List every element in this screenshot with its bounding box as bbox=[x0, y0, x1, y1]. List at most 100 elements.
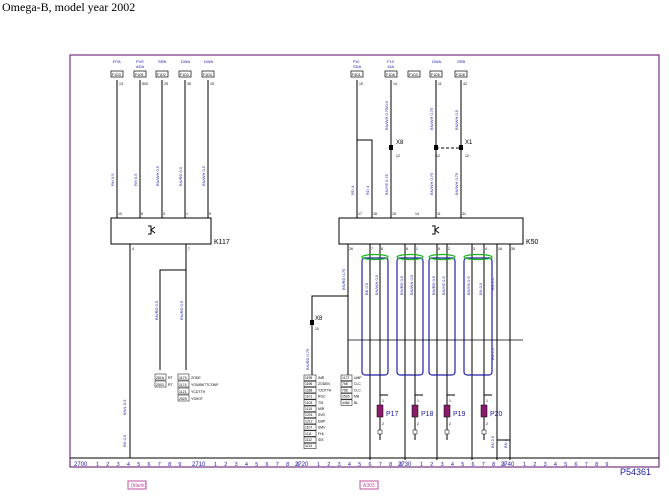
scale-tick: 5 bbox=[461, 462, 464, 468]
scale-tick: 8 bbox=[168, 462, 171, 468]
fuse-code: F1D3 bbox=[180, 73, 189, 77]
fuse-label: SRB bbox=[457, 59, 466, 64]
fuse-box[interactable] bbox=[429, 70, 443, 78]
fuse-label: DWA bbox=[181, 59, 191, 64]
signal-code: 1101 bbox=[305, 395, 312, 399]
signal-name: SMV bbox=[318, 426, 326, 430]
injector-label: P20 bbox=[490, 411, 503, 418]
module-pin-bottom: 8 bbox=[381, 247, 383, 251]
injector-pin-bottom: 2 bbox=[449, 422, 451, 426]
wire-code-lower: RD 4 bbox=[365, 185, 370, 195]
scale-tick: 5 bbox=[255, 462, 258, 468]
lead-wire-code: BN/RD 0.75 bbox=[341, 268, 346, 290]
reference-code: P54361 bbox=[620, 467, 651, 477]
mid-code: 758 bbox=[342, 382, 348, 386]
ground-wire-code: BN 2.5 bbox=[490, 435, 495, 448]
scale-tick: 8 bbox=[492, 462, 495, 468]
left-wires bbox=[116, 80, 209, 218]
fuse-box[interactable] bbox=[407, 70, 421, 78]
shield-ring bbox=[428, 253, 456, 261]
fuse-box[interactable] bbox=[155, 70, 169, 78]
signal-name: FHL bbox=[318, 432, 325, 436]
signal-name: IMR bbox=[318, 376, 325, 380]
fuse-pin: 500 bbox=[142, 82, 148, 86]
ref-box-right[interactable] bbox=[359, 480, 379, 490]
fuse-sub: SDA bbox=[353, 64, 362, 69]
wire-code-lower: BN/YE 0.75 bbox=[384, 173, 389, 195]
signal-name: TIS bbox=[318, 401, 324, 405]
scale-tick: 5 bbox=[564, 462, 567, 468]
fuse-pin: 11 bbox=[438, 82, 442, 86]
module-pin-bottom: 35 bbox=[511, 247, 515, 251]
connector-pin: 12 bbox=[396, 154, 400, 158]
scale-tick: 6 bbox=[369, 462, 372, 468]
fuse-box[interactable] bbox=[384, 70, 398, 78]
scale-tick: 6 bbox=[575, 462, 578, 468]
mid-cell bbox=[340, 393, 353, 400]
wire-code: BN/WH 0.5 bbox=[201, 165, 206, 186]
mid-signal: CLC bbox=[354, 382, 361, 386]
connector-x1-right bbox=[459, 145, 463, 150]
scale-number: 2710 bbox=[192, 462, 206, 468]
fuse-box[interactable] bbox=[201, 70, 215, 78]
scale-tick: 1 bbox=[317, 462, 320, 468]
fuse-pin: 10 bbox=[359, 82, 363, 86]
signal-code: 1196 bbox=[305, 382, 312, 386]
scale-tick: 6 bbox=[266, 462, 269, 468]
injector-label: P19 bbox=[453, 411, 466, 418]
fuse-pin: 35 bbox=[187, 82, 191, 86]
table-signal: YSHOT bbox=[191, 397, 204, 401]
fuse-box[interactable] bbox=[178, 70, 192, 78]
fuse-box[interactable] bbox=[350, 70, 364, 78]
scale-tick: 9 bbox=[178, 462, 181, 468]
signal-code: 1201 bbox=[305, 413, 313, 417]
wire-code-lower: BN/RD 0.5 bbox=[179, 300, 184, 320]
lead-wire-code-lower: BN/RD 0.75 bbox=[305, 348, 310, 370]
scale-tick: 3 bbox=[117, 462, 120, 468]
scale-tick: 3 bbox=[441, 462, 444, 468]
signal-cell bbox=[303, 399, 317, 406]
shield-wire-code: BK 0.5 bbox=[364, 282, 369, 295]
table-cell bbox=[154, 373, 167, 381]
fuse-label: DWA bbox=[432, 59, 442, 64]
right-fuse-group: PVISDAF4D110F1915AF1D814F1D3DWAF1D611SRB… bbox=[305, 59, 515, 448]
module-pin-bottom: 4 bbox=[132, 247, 134, 251]
injector-body[interactable] bbox=[480, 404, 488, 418]
diagram-frame bbox=[69, 54, 660, 468]
connector-x1-left bbox=[434, 145, 438, 150]
scale-number: 2730 bbox=[398, 462, 412, 468]
table-signal: YCDTTH bbox=[191, 390, 206, 394]
scale-tick: 8 bbox=[595, 462, 598, 468]
fuse-box[interactable] bbox=[110, 70, 124, 78]
scale-tick: 6 bbox=[148, 462, 151, 468]
fuse-label: SRB bbox=[158, 59, 167, 64]
injector-pin-top: 1 bbox=[382, 399, 384, 403]
k117-switch-icon bbox=[148, 225, 156, 235]
injector-body[interactable] bbox=[376, 404, 384, 418]
module-k50[interactable] bbox=[338, 217, 524, 245]
scale-tick: 6 bbox=[472, 462, 475, 468]
module-k117[interactable] bbox=[110, 217, 212, 245]
scale-tick: 5 bbox=[358, 462, 361, 468]
injector-label: P18 bbox=[421, 411, 434, 418]
scale-number: 2700 bbox=[74, 462, 88, 468]
connector-x8-label: X8 bbox=[396, 140, 404, 146]
scale-tick: 9 bbox=[296, 462, 299, 468]
injector-body[interactable] bbox=[443, 404, 451, 418]
module-pin: 14 bbox=[415, 212, 419, 216]
injector-body[interactable] bbox=[411, 404, 419, 418]
ref-box-left[interactable] bbox=[127, 480, 147, 490]
module-pin-bottom: 3 bbox=[473, 247, 475, 251]
fuse-box[interactable] bbox=[454, 70, 468, 78]
signal-code: 1112 bbox=[305, 438, 312, 442]
scale-tick: 7 bbox=[158, 462, 161, 468]
table-cell bbox=[154, 380, 167, 388]
fuse-box[interactable] bbox=[133, 70, 147, 78]
signal-cell bbox=[303, 405, 317, 412]
scale-tick: 9 bbox=[399, 462, 402, 468]
scale-tick: 1 bbox=[96, 462, 99, 468]
left-fuse-group: RTAF1D313PVEADAP105500SRBF1D225DWAF1D335… bbox=[110, 59, 215, 447]
wire-code: BN/WH 0.5 bbox=[155, 165, 160, 186]
table-code: 1179 bbox=[179, 376, 187, 380]
